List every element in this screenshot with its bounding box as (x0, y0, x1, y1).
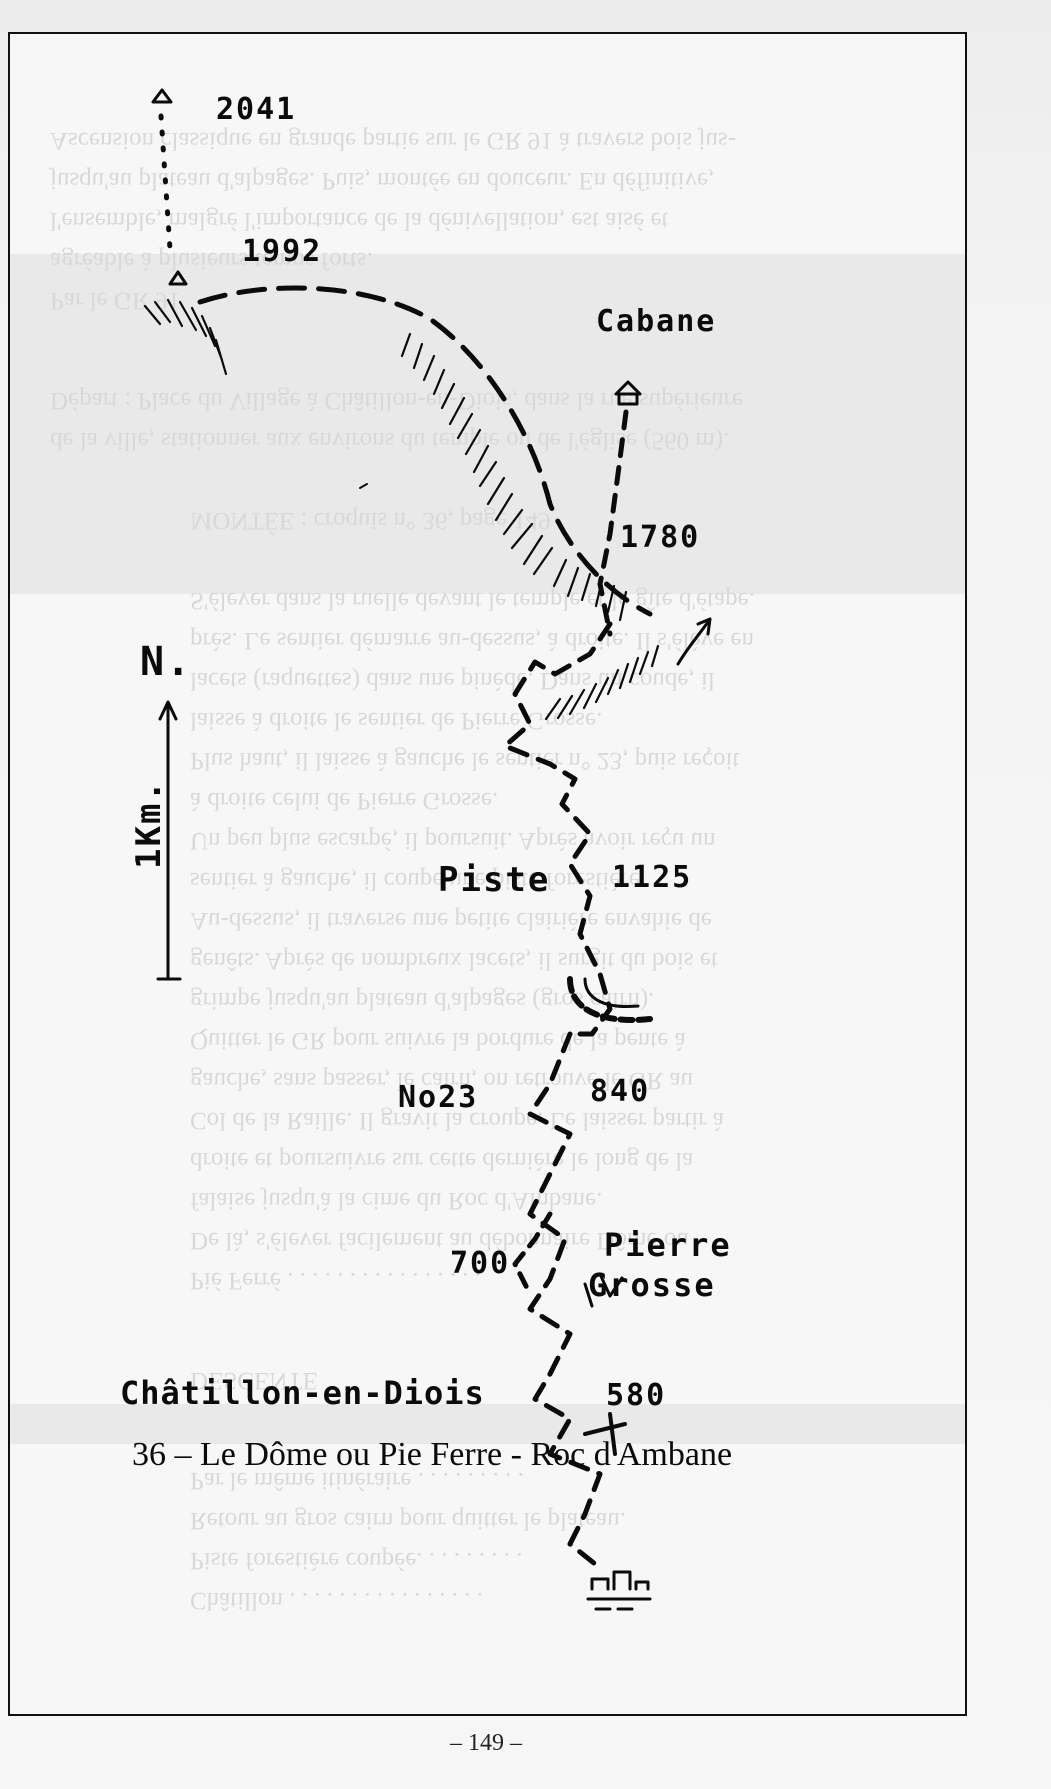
map-caption: 36 – Le Dôme ou Pie Ferre - Roc d'Ambane (132, 1436, 733, 1473)
lower-trail-path (527, 1031, 603, 1567)
cliff-hatching (143, 298, 660, 721)
chatillon-label: Châtillon-en-Diois (120, 1374, 485, 1412)
main-trail-path (502, 621, 613, 1037)
altitude-1780-label: 1780 (620, 520, 701, 555)
altitude-700-label: 700 (450, 1246, 511, 1281)
altitude-840-label: 840 (590, 1074, 651, 1109)
fork-840-marks (583, 1272, 624, 1308)
piste-forest-road (567, 976, 653, 1023)
summit-1992-label: 1992 (242, 234, 323, 269)
pierre-grosse-branch (583, 1412, 627, 1456)
village-chatillon-icon (586, 1570, 652, 1611)
piste-label: Piste (438, 860, 551, 900)
summit-2041-label: 2041 (216, 92, 297, 127)
direction-arrow-icon (676, 617, 712, 666)
summit-2041-triangle-icon (151, 88, 173, 104)
sentier-no23-path (512, 1211, 553, 1297)
pierre-label: Pierre (604, 1226, 732, 1264)
summit-ridge-dotted-path (158, 113, 173, 252)
cabane-hut-icon (614, 380, 642, 406)
sentier-no23-label: No23 (398, 1080, 479, 1115)
grosse-label: Grosse (588, 1266, 716, 1304)
north-arrow-icon (158, 700, 178, 981)
page-number: – 149 – (450, 1730, 522, 1756)
north-label: N. (140, 639, 193, 685)
route-sketch (143, 88, 712, 1611)
scale-1km-label: 1Km. (128, 779, 169, 869)
piste-inner-curve (583, 977, 640, 1009)
cliff-edge-line (197, 285, 653, 617)
small-mark (359, 483, 368, 489)
cabane-trail (597, 409, 629, 637)
cabane-label: Cabane (596, 304, 717, 339)
summit-1992-triangle-icon (168, 270, 188, 286)
altitude-580-label: 580 (606, 1378, 667, 1413)
altitude-1125-label: 1125 (612, 860, 693, 895)
map-frame: Châtillon . . . . . . . . . . . . . . . … (8, 32, 967, 1716)
